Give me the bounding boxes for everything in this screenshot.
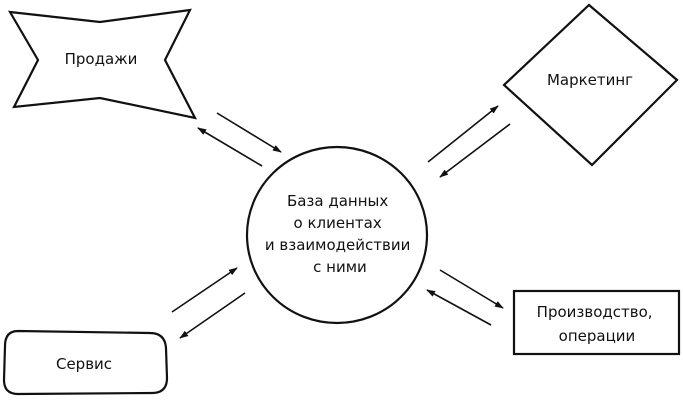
arrow-from-marketing	[439, 123, 511, 178]
sales-label: Продажи	[65, 50, 138, 68]
production-label-line: операции	[559, 327, 636, 345]
arrow-from-sales	[216, 112, 282, 153]
database-label-line: База данных	[287, 192, 388, 210]
production-label: Производство, операции	[537, 303, 658, 345]
production-rect-shape	[512, 289, 681, 356]
arrow-to-database-from-service	[171, 267, 238, 313]
production-node: Производство, операции	[512, 289, 681, 356]
connector-arrows	[171, 105, 511, 339]
service-node: Сервис	[2, 329, 169, 396]
database-label-line: с ними	[313, 258, 367, 276]
sales-star-shape	[7, 8, 198, 120]
arrow-to-marketing	[427, 105, 499, 163]
service-label: Сервис	[56, 355, 112, 373]
database-circle	[245, 145, 429, 325]
database-label: База данных о клиентах и взаимодействии …	[265, 192, 415, 276]
production-label-line: Производство,	[537, 303, 653, 321]
marketing-node: Маркетинг	[502, 3, 679, 167]
arrow-to-sales	[197, 127, 263, 167]
database-label-line: о клиентах	[294, 214, 382, 232]
database-node: База данных о клиентах и взаимодействии …	[245, 145, 429, 325]
sales-node: Продажи	[7, 8, 198, 120]
database-label-line: и взаимодействии	[265, 236, 410, 254]
arrow-from-production	[426, 289, 492, 326]
marketing-diamond-shape	[502, 3, 679, 167]
arrow-to-service	[179, 292, 246, 339]
arrow-to-production	[439, 269, 504, 309]
service-rounded-shape	[2, 329, 169, 396]
marketing-label: Маркетинг	[547, 71, 633, 89]
